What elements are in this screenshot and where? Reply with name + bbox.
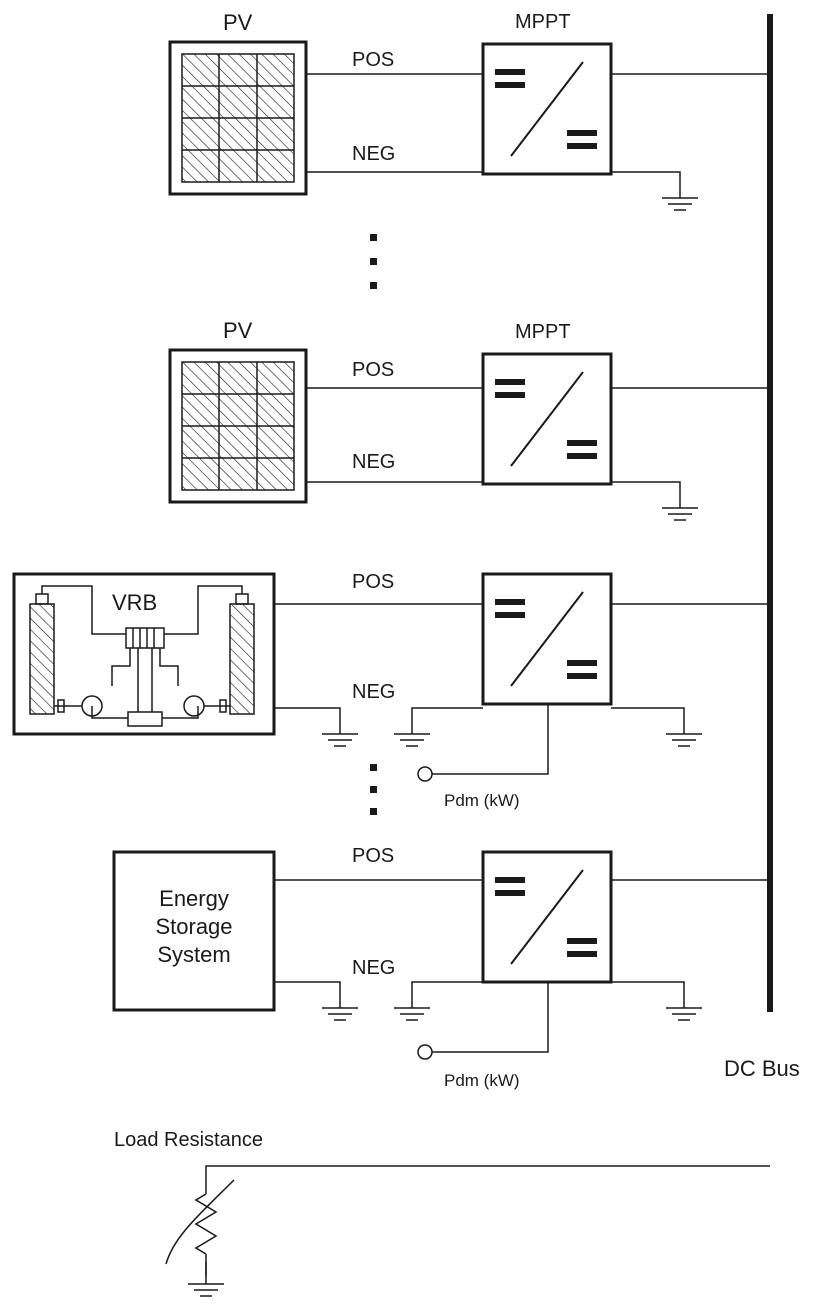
setpoint-label-vrb: Pdm (kW)	[444, 791, 520, 810]
neg-label-1: NEG	[352, 143, 395, 165]
mppt-converter-1	[481, 42, 613, 176]
setpoint-terminal-ess	[417, 1044, 433, 1060]
pv-label-2: PV	[223, 318, 253, 343]
ess-box	[112, 850, 276, 1012]
neg-label-vrb: NEG	[352, 681, 395, 703]
dcdc-converter-ess	[481, 850, 613, 984]
ground-icon	[321, 711, 359, 747]
vrb-branch: VRB POS NEG	[12, 571, 770, 810]
ess-label-line3: System	[157, 942, 230, 967]
ground-icon	[665, 985, 703, 1021]
mppt-label-2: MPPT	[515, 321, 571, 343]
dc-bus-label: DC Bus	[724, 1056, 800, 1081]
load-resistance-label: Load Resistance	[114, 1129, 263, 1151]
pv-branch-1: PV MPPT POS NEG	[168, 10, 770, 211]
pv-label-1: PV	[223, 10, 253, 35]
vrb-label: VRB	[112, 590, 157, 615]
ess-branch: Energy Storage System POS NEG Pdm (kW)	[112, 845, 770, 1090]
vrb-tank-left	[29, 603, 55, 715]
neg-label-2: NEG	[352, 451, 395, 473]
dcdc-converter-vrb	[481, 572, 613, 706]
continuation-dots-1	[370, 234, 377, 289]
setpoint-label-ess: Pdm (kW)	[444, 1071, 520, 1090]
ground-icon	[661, 175, 699, 211]
continuation-dots-2	[370, 764, 377, 815]
ess-label-line1: Energy	[159, 886, 229, 911]
load-branch: Load Resistance	[114, 1129, 770, 1297]
neg-label-ess: NEG	[352, 957, 395, 979]
load-resistor-icon	[194, 1193, 218, 1255]
pos-label-2: POS	[352, 359, 394, 381]
mppt-label-1: MPPT	[515, 11, 571, 33]
pos-label-ess: POS	[352, 845, 394, 867]
pos-label-vrb: POS	[352, 571, 394, 593]
variable-arrow-icon	[165, 1179, 235, 1265]
pv-branch-2: PV MPPT POS NEG	[168, 318, 770, 521]
ground-icon	[187, 1261, 225, 1297]
ground-icon	[665, 711, 703, 747]
ground-icon	[393, 985, 431, 1021]
ground-icon	[661, 485, 699, 521]
vrb-tank-right	[229, 603, 255, 715]
pv-panel-2	[168, 348, 308, 504]
mppt-converter-2	[481, 352, 613, 486]
vrb-cell-stack	[125, 627, 165, 649]
ground-icon	[393, 711, 431, 747]
setpoint-terminal-vrb	[417, 766, 433, 782]
ess-label-line2: Storage	[155, 914, 232, 939]
pos-label-1: POS	[352, 49, 394, 71]
ground-icon	[321, 985, 359, 1021]
pv-panel-1	[168, 40, 308, 196]
